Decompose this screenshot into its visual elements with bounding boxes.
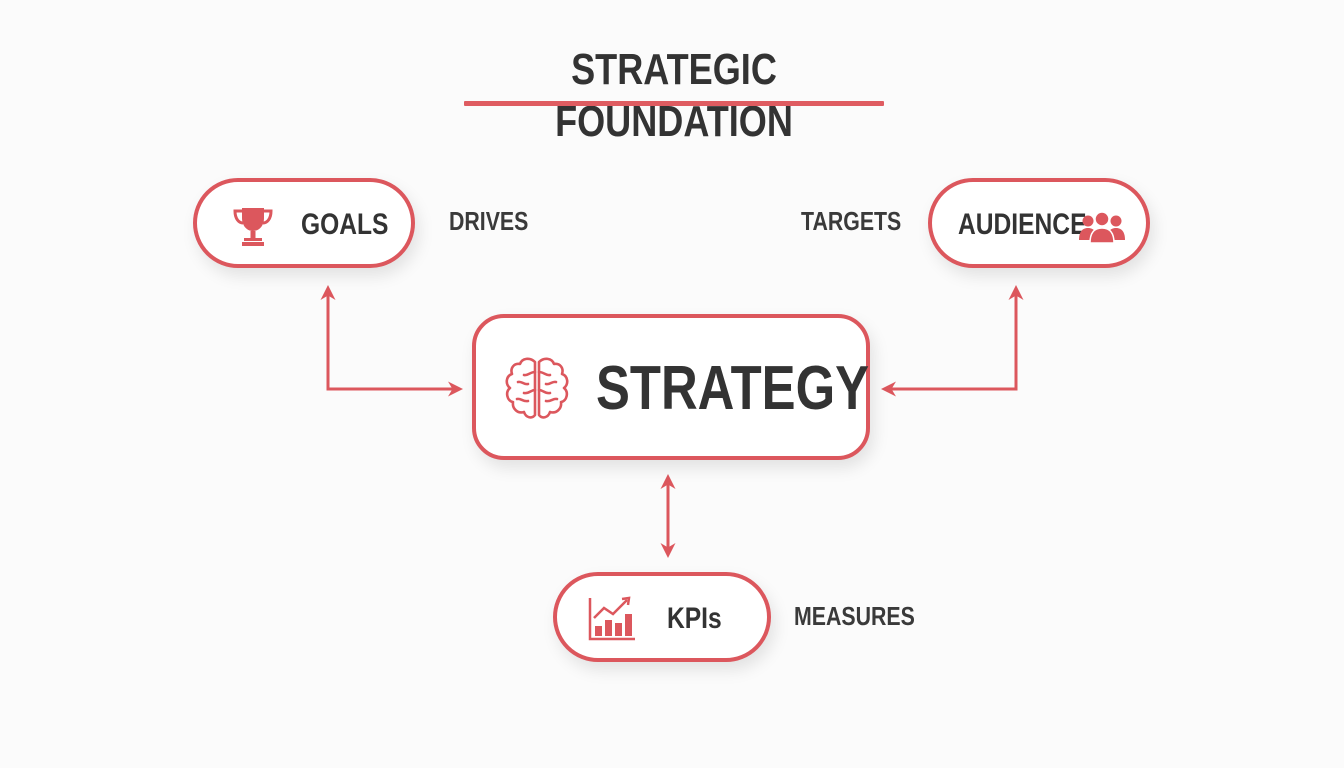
brain-icon [502,354,572,429]
trophy-icon [231,204,275,253]
goals-label: GOALS [301,208,389,241]
strategy-node[interactable]: STRATEGY [472,314,870,460]
audience-node[interactable]: AUDIENCE [928,178,1150,268]
edge-label-drives: DRIVES [449,206,529,236]
edge-label-targets: TARGETS [801,206,902,236]
audience-label: AUDIENCE [958,208,1087,241]
goals-node[interactable]: GOALS [193,178,415,268]
edge-label-measures: MEASURES [794,601,915,631]
audience-connector [881,285,1024,397]
chart-icon [587,596,637,647]
kpis-node[interactable]: KPIs [553,572,771,662]
goals-connector [320,285,463,397]
strategy-label: STRATEGY [596,354,870,423]
title-underline [464,101,884,106]
users-icon [1078,210,1126,249]
kpis-label: KPIs [667,602,722,635]
